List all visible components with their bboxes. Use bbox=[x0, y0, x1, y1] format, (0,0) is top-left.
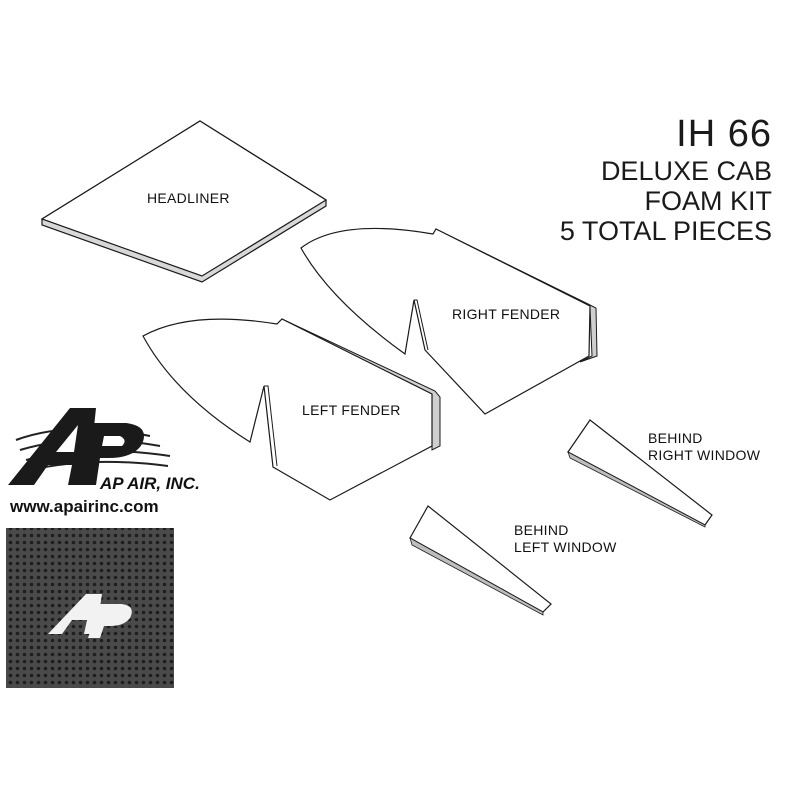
right-fender-label: RIGHT FENDER bbox=[452, 306, 561, 322]
subtitle-line: 5 TOTAL PIECES bbox=[559, 216, 772, 246]
headliner-piece bbox=[40, 120, 328, 283]
label-line: BEHIND bbox=[648, 430, 703, 446]
subtitle-line: FOAM KIT bbox=[644, 186, 773, 216]
right-fender-piece bbox=[300, 227, 598, 415]
label-line: LEFT WINDOW bbox=[514, 539, 617, 555]
ap-logo-mark bbox=[8, 408, 171, 485]
material-swatch bbox=[6, 528, 174, 688]
headliner-label: HEADLINER bbox=[147, 190, 230, 206]
left-fender-label: LEFT FENDER bbox=[302, 402, 401, 418]
model-title: IH 66 bbox=[676, 113, 772, 155]
behind-right-window-label: BEHIND RIGHT WINDOW bbox=[648, 430, 760, 464]
behind-left-window-label: BEHIND LEFT WINDOW bbox=[514, 522, 617, 556]
company-url[interactable]: www.apairinc.com bbox=[10, 497, 159, 516]
label-line: BEHIND bbox=[514, 522, 569, 538]
subtitle-line: DELUXE CAB bbox=[600, 156, 772, 186]
behind-left-window-piece bbox=[409, 505, 552, 616]
label-line: RIGHT WINDOW bbox=[648, 447, 761, 463]
title-block: IH 66 DELUXE CAB FOAM KIT 5 TOTAL PIECES bbox=[560, 112, 772, 246]
behind-right-window-piece bbox=[567, 419, 713, 528]
left-fender-piece bbox=[142, 318, 441, 501]
company-name: AP AIR, INC. bbox=[100, 474, 200, 493]
